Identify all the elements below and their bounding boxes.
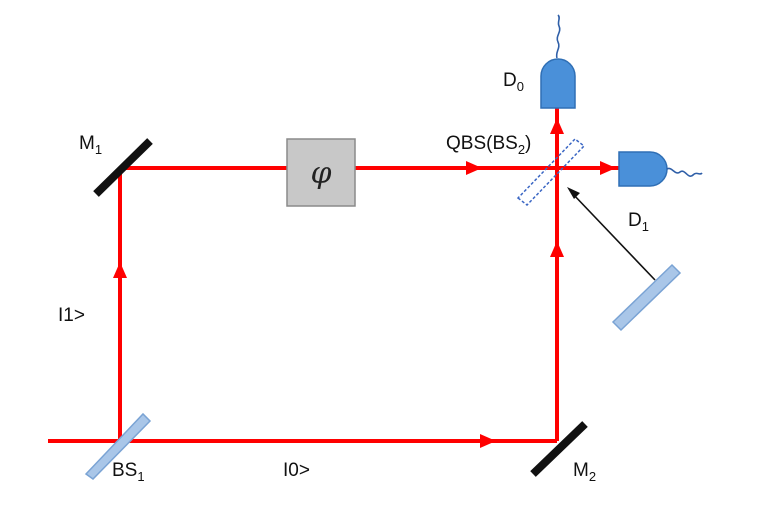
arrow-to-d0 xyxy=(550,118,564,134)
pointer-arrow xyxy=(571,192,656,281)
label-bs1: BS1 xyxy=(112,460,145,484)
label-ket-0: I0> xyxy=(283,460,310,481)
arrow-upper-arm xyxy=(466,161,482,175)
mirror-icon xyxy=(93,138,153,197)
signal-wave-icon xyxy=(666,167,703,177)
arrow-right-arm xyxy=(550,241,564,257)
label-m1: M1 xyxy=(79,133,102,157)
mirror-icon xyxy=(530,421,588,477)
phase-symbol: φ xyxy=(310,156,331,191)
arrow-to-d1 xyxy=(600,161,616,175)
label-qbs: QBS(BS2) xyxy=(446,133,531,157)
arrow-left-arm xyxy=(113,262,127,278)
beam-splitter-icon xyxy=(516,137,586,207)
beam-splitter-icon xyxy=(611,263,682,332)
laser-beams xyxy=(48,108,620,443)
photodetector-icon xyxy=(618,151,703,187)
pointer-arrowhead xyxy=(567,187,580,199)
label-d1: D1 xyxy=(628,210,649,234)
label-d0: D0 xyxy=(503,70,524,94)
label-m2: M2 xyxy=(573,460,596,484)
photodetector-icon xyxy=(540,14,576,109)
arrow-lower-arm xyxy=(480,434,496,448)
label-ket-1: I1> xyxy=(58,305,85,326)
phase-shifter-icon xyxy=(286,138,356,207)
beam-splitter-icon xyxy=(84,412,152,480)
signal-wave-icon xyxy=(555,14,561,59)
beam-arrows xyxy=(113,118,616,448)
